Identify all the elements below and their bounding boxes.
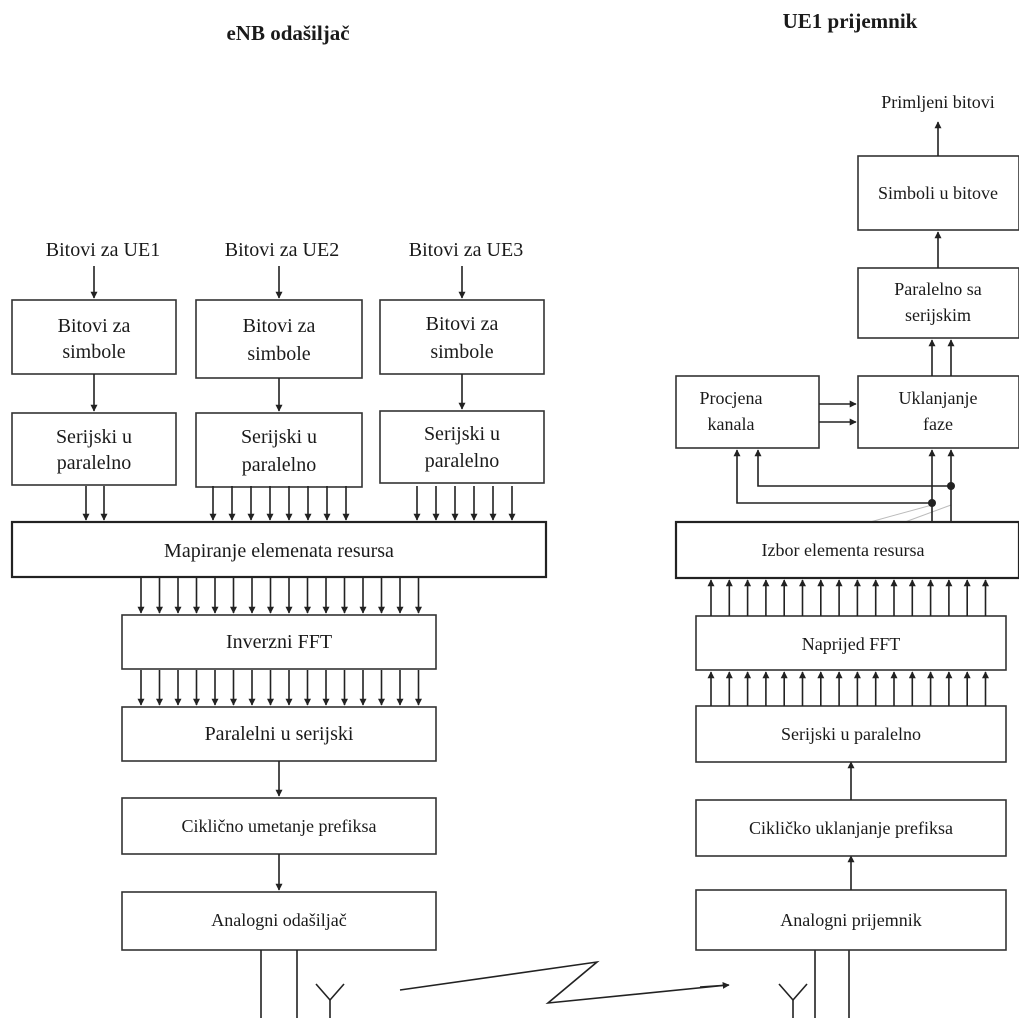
input-label-ue2: Bitovi za UE2 (225, 239, 339, 261)
svg-text:Ciklično umetanje prefiksa: Ciklično umetanje prefiksa (182, 816, 377, 836)
svg-text:Paralelno sa: Paralelno sa (894, 279, 981, 299)
svg-text:Bitovi za: Bitovi za (243, 315, 316, 337)
channel-estimation-feedback-lines (733, 449, 955, 522)
serial-to-parallel-ue3: Serijski u paralelno (379, 410, 545, 484)
svg-text:simbole: simbole (62, 341, 125, 363)
svg-text:Procjena: Procjena (700, 388, 763, 408)
symbols-to-bits-block: Simboli u bitove (857, 155, 1019, 231)
svg-text:Simboli u bitove: Simboli u bitove (878, 183, 998, 203)
svg-text:Serijski u paralelno: Serijski u paralelno (781, 724, 921, 744)
transmitter-title: eNB odašiljač (226, 21, 349, 45)
cp-removal-block: Cikličko uklanjanje prefiksa (695, 799, 1007, 857)
svg-text:Paralelni u serijski: Paralelni u serijski (205, 723, 354, 745)
input-label-ue3: Bitovi za UE3 (409, 239, 523, 261)
rx-serial-to-parallel-block: Serijski u paralelno (695, 705, 1007, 763)
arrows-ifft-to-p2s (137, 670, 422, 706)
cp-insertion-block: Ciklično umetanje prefiksa (121, 797, 437, 855)
serial-to-parallel-ue1: Serijski u paralelno (11, 412, 177, 486)
arrows-mapping-to-ifft (137, 578, 422, 614)
selection-line (869, 504, 933, 523)
svg-text:Serijski u: Serijski u (424, 423, 500, 445)
svg-text:Serijski u: Serijski u (241, 426, 317, 448)
subcarrier-arrows-into-mapping (82, 486, 516, 521)
svg-text:Analogni prijemnik: Analogni prijemnik (780, 910, 921, 930)
bits-to-symbols-ue1: Bitovi za simbole (11, 299, 177, 375)
svg-text:paralelno: paralelno (242, 454, 316, 476)
svg-text:simbole: simbole (430, 341, 493, 363)
svg-text:Inverzni FFT: Inverzni FFT (226, 631, 332, 653)
svg-text:Analogni odašiljač: Analogni odašiljač (211, 910, 346, 930)
serial-to-parallel-ue2: Serijski u paralelno (195, 412, 363, 488)
svg-text:Uklanjanje: Uklanjanje (899, 388, 978, 408)
svg-text:faze: faze (923, 414, 953, 434)
svg-text:kanala: kanala (708, 414, 755, 434)
arrows-s2p-to-fft (707, 671, 989, 706)
rx-parallel-to-serial-block: Paralelno sa serijskim (857, 267, 1019, 339)
arrows-fft-to-selection (707, 579, 989, 616)
channel-estimation-block: Procjena kanala (675, 375, 820, 449)
fft-block: Naprijed FFT (695, 615, 1007, 671)
analog-transmitter-block: Analogni odašiljač (121, 891, 437, 951)
svg-text:Serijski u: Serijski u (56, 426, 132, 448)
phase-removal-block: Uklanjanje faze (857, 375, 1019, 449)
parallel-to-serial-block: Paralelni u serijski (121, 706, 437, 762)
selection-line (904, 504, 952, 523)
radio-link-icon (399, 960, 729, 1005)
received-bits-label: Primljeni bitovi (881, 92, 995, 112)
svg-text:simbole: simbole (247, 343, 310, 365)
svg-text:serijskim: serijskim (905, 305, 971, 325)
svg-text:Bitovi za: Bitovi za (426, 313, 499, 335)
analog-receiver-block: Analogni prijemnik (695, 889, 1007, 951)
tx-antenna-icon (260, 950, 345, 1018)
bits-to-symbols-ue3: Bitovi za simbole (379, 299, 545, 375)
receiver-title: UE1 prijemnik (783, 9, 918, 33)
svg-text:Naprijed FFT: Naprijed FFT (802, 634, 901, 654)
bits-to-symbols-ue2: Bitovi za simbole (195, 299, 363, 379)
resource-element-selection-block: Izbor elementa resursa (674, 520, 1019, 580)
ifft-block: Inverzni FFT (121, 614, 437, 670)
svg-text:Izbor elementa resursa: Izbor elementa resursa (762, 540, 925, 560)
svg-text:paralelno: paralelno (425, 450, 499, 472)
svg-text:Cikličko uklanjanje prefiksa: Cikličko uklanjanje prefiksa (749, 818, 953, 838)
mapping-label: Mapiranje elemenata resursa (164, 540, 394, 562)
resource-element-mapping-block: Mapiranje elemenata resursa (10, 520, 548, 579)
rx-antenna-icon (778, 950, 850, 1018)
svg-text:Bitovi za: Bitovi za (58, 315, 131, 337)
input-label-ue1: Bitovi za UE1 (46, 239, 160, 261)
svg-text:paralelno: paralelno (57, 452, 131, 474)
